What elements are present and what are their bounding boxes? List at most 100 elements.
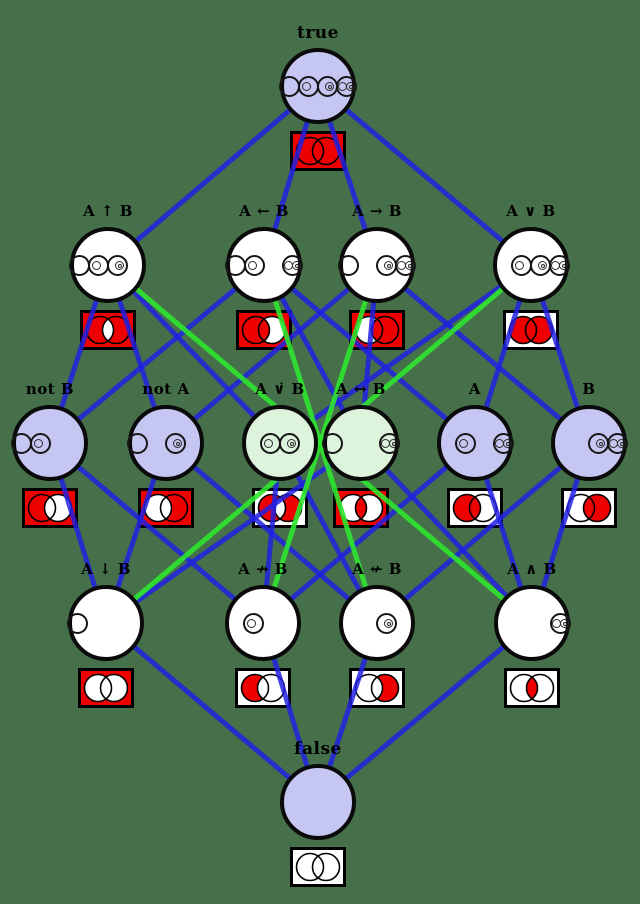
b-ring [387, 263, 391, 268]
valuation-glyph-ab [395, 254, 416, 276]
valuation-glyph-b [165, 432, 186, 454]
valuation-glyph-a [244, 254, 265, 276]
valuation-glyph-ab [336, 75, 357, 97]
venn-box-notA [138, 488, 194, 528]
node-label-true: true [297, 23, 339, 43]
valuation-b-mark [596, 438, 605, 448]
node-circle-xnor [322, 405, 400, 481]
venn-box-impl [349, 310, 405, 350]
venn-box-nimpl [235, 668, 291, 708]
node-circle-notA [127, 405, 204, 481]
valuation-glyph-b [530, 254, 551, 276]
valuation-a-mark [264, 438, 273, 448]
valuation-glyph-b [317, 75, 338, 97]
node-label-impl: A → B [352, 202, 402, 220]
node-circle-true [279, 48, 357, 124]
valuation-b-mark [389, 438, 398, 448]
node-circle-nor [67, 585, 144, 661]
valuation-glyph-empty [279, 75, 300, 97]
valuation-glyph-a [298, 75, 319, 97]
node-circle-nconv [339, 585, 415, 661]
b-ring [506, 441, 510, 446]
b-ring [562, 263, 566, 268]
node-circle-xor [242, 405, 318, 481]
b-ring [328, 84, 332, 89]
node-circle-conv [225, 227, 303, 303]
valuation-glyph-empty [67, 612, 88, 634]
node-label-b: B [582, 380, 596, 398]
b-ring [118, 263, 122, 268]
b-ring [176, 441, 180, 446]
b-ring [408, 263, 412, 268]
valuation-glyph-empty [127, 432, 148, 454]
b-ring [349, 84, 353, 89]
b-ring [387, 621, 391, 626]
valuation-glyph-b [376, 612, 397, 634]
venn-box-nand [80, 310, 136, 350]
valuation-glyph-empty [11, 432, 32, 454]
node-circle-and [494, 585, 571, 661]
valuation-a-mark [515, 260, 524, 270]
valuation-glyph-a [243, 612, 264, 634]
venn-box-false [290, 847, 346, 887]
valuation-b-mark [384, 618, 393, 628]
valuation-b-mark [405, 260, 414, 270]
b-ring [290, 441, 294, 446]
valuation-glyph-empty [338, 254, 359, 276]
valuation-glyph-empty [322, 432, 343, 454]
valuation-b-mark [346, 81, 355, 91]
valuation-glyph-a [455, 432, 476, 454]
venn-box-xor [252, 488, 308, 528]
valuation-glyph-a [260, 432, 281, 454]
venn-box-b [561, 488, 617, 528]
valuation-b-mark [287, 438, 296, 448]
node-circle-nand [69, 227, 146, 303]
valuation-glyph-b [107, 254, 128, 276]
b-ring [620, 441, 624, 446]
valuation-glyph-ab [607, 432, 628, 454]
valuation-glyph-empty [69, 254, 90, 276]
node-label-nand: A ↑ B [83, 202, 133, 220]
venn-box-nconv [349, 668, 405, 708]
valuation-b-mark [384, 260, 393, 270]
valuation-a-mark [92, 260, 101, 270]
valuation-b-mark [538, 260, 547, 270]
valuation-b-mark [559, 260, 568, 270]
valuation-b-mark [115, 260, 124, 270]
venn-box-nor [78, 668, 134, 708]
valuation-a-mark [34, 438, 43, 448]
venn-box-conv [236, 310, 292, 350]
valuation-b-mark [325, 81, 334, 91]
b-ring [392, 441, 396, 446]
valuation-glyph-ab [379, 432, 400, 454]
node-circle-false [280, 764, 356, 840]
valuation-glyph-b [279, 432, 300, 454]
node-circle-a [437, 405, 514, 481]
node-circle-b [551, 405, 628, 481]
node-label-or: A ∨ B [506, 202, 556, 220]
valuation-glyph-ab [493, 432, 514, 454]
valuation-b-mark [560, 618, 569, 628]
valuation-b-mark [292, 260, 301, 270]
valuation-b-mark [503, 438, 512, 448]
valuation-a-mark [247, 618, 256, 628]
node-circle-or [493, 227, 570, 303]
b-ring [541, 263, 545, 268]
valuation-a-mark [248, 260, 257, 270]
venn-box-or [503, 310, 559, 350]
valuation-glyph-ab [282, 254, 303, 276]
valuation-b-mark [173, 438, 182, 448]
valuation-b-mark [617, 438, 626, 448]
node-label-false: false [294, 739, 342, 759]
node-circle-notB [11, 405, 88, 481]
venn-box-true [290, 131, 346, 171]
node-label-nconv: A ↚ B [352, 560, 402, 578]
venn-box-notB [22, 488, 78, 528]
node-label-and: A ∧ B [507, 560, 557, 578]
valuation-glyph-b [376, 254, 397, 276]
valuation-glyph-ab [549, 254, 570, 276]
valuation-glyph-b [588, 432, 609, 454]
valuation-glyph-a [88, 254, 109, 276]
valuation-glyph-a [511, 254, 532, 276]
